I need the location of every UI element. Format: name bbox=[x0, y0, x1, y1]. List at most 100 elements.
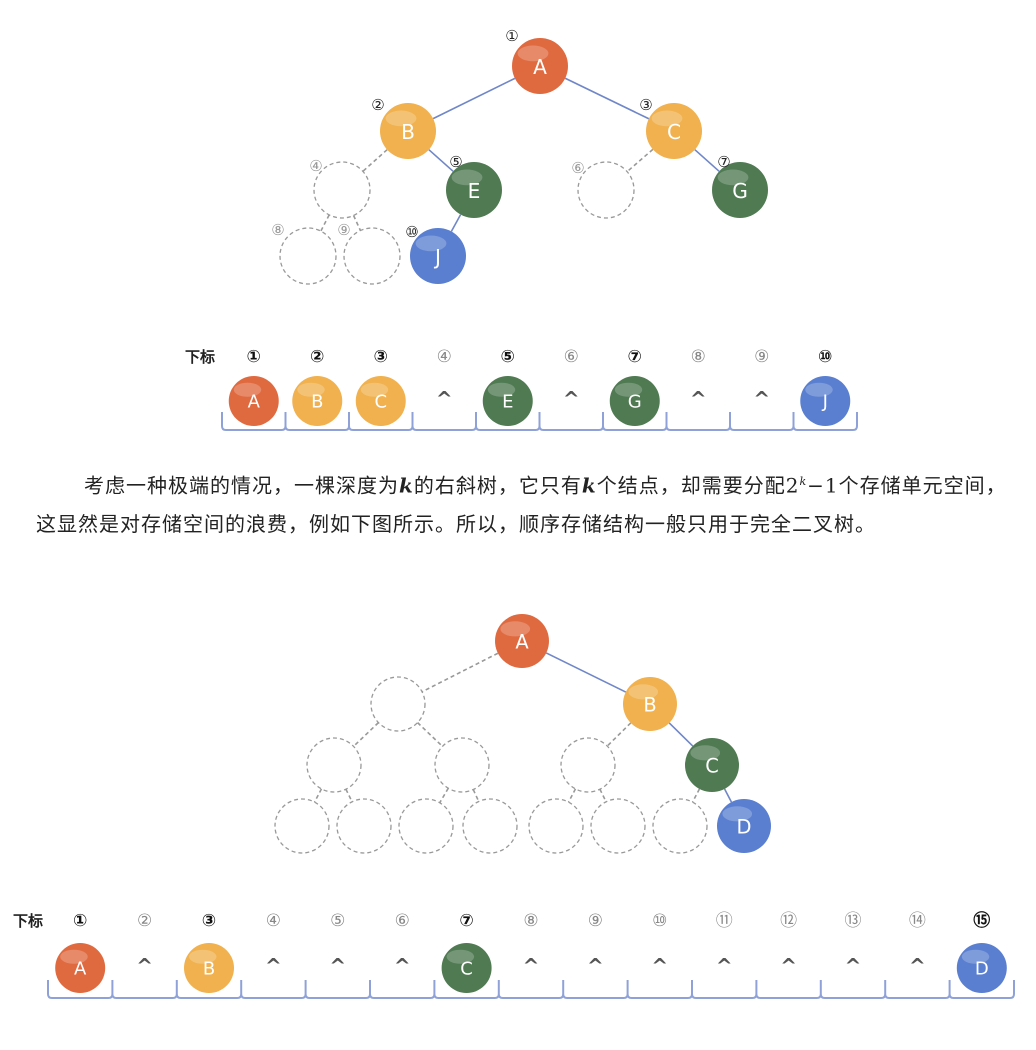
paragraph-exponent-k: k bbox=[799, 475, 808, 488]
array1-null-8: ^ bbox=[690, 387, 707, 411]
tree2-node-15: D bbox=[717, 799, 771, 853]
tree2-node-3-circle bbox=[623, 677, 677, 731]
tree2-node-8-empty-circle bbox=[274, 798, 330, 854]
tree1-index-8: ⑧ bbox=[271, 221, 284, 239]
tree1-node-1-label: A bbox=[533, 55, 547, 79]
array1-cell-5-label: E bbox=[502, 392, 513, 413]
array2-index-5: ⑤ bbox=[330, 911, 345, 931]
array1-index-7: ⑦ bbox=[628, 347, 642, 367]
tree2-node-4-empty-circle bbox=[306, 737, 362, 793]
array1-index-3: ③ bbox=[374, 347, 388, 367]
array2-null-5: ^ bbox=[329, 954, 346, 978]
tree2-node-2 bbox=[370, 676, 426, 732]
tree1-edge-1-3 bbox=[564, 77, 650, 120]
array2-index-2: ② bbox=[137, 911, 152, 931]
array1-cell-2-highlight bbox=[297, 382, 325, 397]
tree2-edge-2-4 bbox=[352, 722, 380, 747]
tree2-node-15-label: D bbox=[737, 816, 752, 839]
array1-index-10: ⑩ bbox=[818, 347, 832, 367]
array1-index-1: ① bbox=[247, 347, 261, 367]
tree1-node-2-circle bbox=[380, 103, 436, 159]
tree2-node-1-circle bbox=[495, 614, 549, 668]
array1-cell-10-label: J bbox=[822, 392, 828, 413]
array2-index-12: ⑫ bbox=[780, 911, 797, 931]
array2-null-10: ^ bbox=[651, 954, 668, 978]
tree1-node-3-circle bbox=[646, 103, 702, 159]
tree1-node-5-circle bbox=[446, 162, 502, 218]
array1-cell-2-label: B bbox=[311, 392, 323, 413]
tree2-node-3: B bbox=[623, 677, 677, 731]
array2-cell-15-label: D bbox=[975, 959, 989, 980]
array1-index-6: ⑥ bbox=[564, 347, 579, 367]
array1-cell-10: J bbox=[800, 376, 851, 426]
array1-cell-7-label: G bbox=[628, 392, 642, 413]
array2-index-7: ⑦ bbox=[459, 911, 473, 931]
array2-null-8: ^ bbox=[523, 954, 540, 978]
array2-index-14: ⑭ bbox=[909, 911, 926, 931]
array2-cell-15-circle bbox=[956, 943, 1007, 993]
array2-null-14: ^ bbox=[909, 954, 926, 978]
tree2-edge-4-9 bbox=[345, 788, 353, 803]
tree2-node-7: C bbox=[685, 738, 739, 792]
tree2-edge-4-8 bbox=[313, 788, 323, 803]
tree2-node-3-highlight bbox=[628, 684, 659, 700]
tree1-index-10: ⑩ bbox=[405, 223, 418, 241]
array2-header: 下标 bbox=[13, 912, 43, 930]
tree1-node-2-highlight bbox=[385, 110, 417, 127]
tree2-node-3-label: B bbox=[643, 694, 656, 717]
paragraph-text-3: 个结点，却需要分配2 bbox=[596, 473, 800, 498]
tree2-node-7-label: C bbox=[705, 755, 719, 778]
tree2-node-2-empty-circle bbox=[370, 676, 426, 732]
tree2-edge-7-15 bbox=[723, 788, 733, 803]
array1-index-8: ⑧ bbox=[691, 347, 706, 367]
tree1-node-2: B bbox=[380, 103, 436, 159]
tree2-node-8 bbox=[274, 798, 330, 854]
tree1-node-1-circle bbox=[512, 38, 568, 94]
tree1-node-2-label: B bbox=[401, 120, 415, 144]
tree2-edge-3-6 bbox=[606, 722, 632, 747]
tree1-edges bbox=[320, 77, 720, 232]
tree1-edge-2-5 bbox=[428, 149, 454, 172]
array2-cell-3-circle bbox=[184, 943, 234, 993]
tree1-node-7-label: G bbox=[732, 179, 748, 203]
tree2-node-9 bbox=[336, 798, 392, 854]
array1-cell-3-label: C bbox=[374, 392, 387, 413]
array2-cell-3-highlight bbox=[189, 949, 217, 964]
tree2-edge-1-2 bbox=[421, 652, 499, 693]
tree2-node-10 bbox=[398, 798, 454, 854]
paragraph-text-1: 考虑一种极端的情况，一棵深度为 bbox=[84, 473, 399, 498]
tree1-edge-3-6 bbox=[626, 148, 654, 173]
tree2-node-4 bbox=[306, 737, 362, 793]
tree2-edge-2-5 bbox=[416, 722, 444, 747]
tree1-edge-3-7 bbox=[694, 149, 720, 172]
tree1-node-6 bbox=[577, 161, 635, 219]
array2-cell-15: D bbox=[956, 943, 1007, 993]
tree1-node-3: C bbox=[646, 103, 702, 159]
array1-cell-5-circle bbox=[482, 376, 533, 426]
tree1-edge-4-9 bbox=[352, 215, 362, 231]
array1-cell-1-circle bbox=[228, 376, 279, 426]
tree2-node-7-circle bbox=[685, 738, 739, 792]
array2-cell-15-highlight bbox=[961, 949, 990, 964]
tree1-node-8 bbox=[279, 227, 337, 285]
array2-cell-7-highlight bbox=[446, 949, 475, 964]
tree1-node-10: J bbox=[410, 228, 466, 284]
array1-cell-5-highlight bbox=[487, 382, 516, 397]
array2-null-9: ^ bbox=[587, 954, 604, 978]
array2-cell-7-label: C bbox=[460, 959, 473, 980]
tree1-edge-5-10 bbox=[450, 214, 462, 232]
tree1-index-6: ⑥ bbox=[571, 159, 584, 177]
tree1-node-3-highlight bbox=[651, 110, 683, 127]
array1-cell-10-circle bbox=[800, 376, 851, 426]
tree2-node-14-empty-circle bbox=[652, 798, 708, 854]
paragraph-var-k-1: k bbox=[399, 473, 414, 498]
array2-brackets bbox=[47, 980, 1015, 999]
tree2-edge-1-3 bbox=[545, 652, 627, 693]
tree1-node-7-highlight bbox=[717, 169, 749, 186]
array2-cell-3: B bbox=[184, 943, 234, 993]
tree1-index-3: ③ bbox=[639, 96, 652, 114]
tree2-edge-6-12 bbox=[567, 788, 577, 803]
